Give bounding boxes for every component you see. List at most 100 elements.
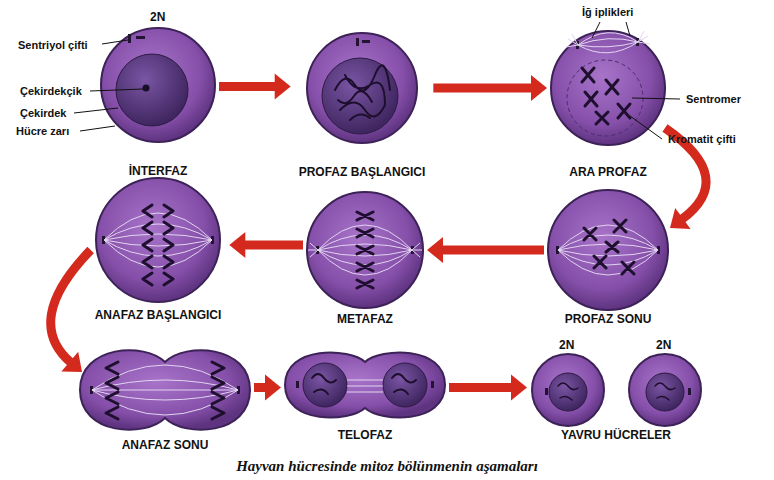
centriole [688,388,691,395]
nucleolus [143,85,150,92]
part-label: Sentromer [686,92,741,106]
fading-nucleus [567,60,643,136]
stage-cell: PROFAZ BAŞLANGICI [295,33,430,179]
chromosome [106,65,675,419]
chromosome [335,65,390,120]
cell-area [80,342,250,438]
part-label: Kromatit çifti [668,132,736,146]
stage-cell: PROFAZ SONU [548,190,668,326]
arrow-shaft [441,246,544,255]
fading-nucleus [567,60,643,136]
stage-arrow [427,237,544,263]
cell-area [285,344,445,428]
leader-line [592,22,600,38]
part-label: Hücre zarı [16,124,69,138]
arrow-head [275,74,291,100]
centriole [356,38,359,46]
cell-area [548,190,668,312]
stage-cell: İNTERFAZ [101,28,215,178]
stage-name: ANAFAZ BAŞLANGICI [91,308,226,322]
arrow-head [265,375,281,401]
cell-area [551,31,665,165]
nucleus [303,363,347,407]
stage-cell: TELOFAZ [285,344,445,442]
part-label: Sentriyol çifti [18,38,88,52]
part-label: 2N [656,338,671,352]
leader-line [90,89,143,91]
cell-membrane [532,354,604,426]
chromosome [212,362,224,419]
spindle-fibre [578,33,638,53]
chromosome [312,374,416,394]
stage-cell: YAVRU HÜCRELER [531,354,701,442]
chromosome [582,68,630,124]
nucleus [116,54,684,411]
leader-line [74,22,680,139]
leader-line [74,108,118,113]
stage-name: TELOFAZ [285,428,445,442]
cell-area [531,354,701,428]
stage-arrow [254,375,281,401]
centriole [431,381,434,388]
arrow-shaft [433,84,533,93]
nucleus [383,363,427,407]
spindle-fibre [92,31,658,415]
arrow-shaft [51,250,91,363]
stage-cell: ANAFAZ BAŞLANGICI [91,178,226,322]
stage-name: PROFAZ SONU [548,312,668,326]
cell-area [307,192,423,312]
cell-membrane [80,28,701,430]
cell-membrane [548,190,668,310]
centriole [128,34,131,43]
cell-membrane [307,33,417,143]
stage-name: METAFAZ [307,312,423,326]
stage-name: YAVRU HÜCRELER [531,428,701,442]
cell-membrane [96,178,220,302]
stage-arrow [51,250,91,372]
arrow-head [427,237,443,263]
centriole [90,34,691,395]
chromosome [164,205,173,285]
stage-arrow [433,75,547,101]
nucleus [646,373,684,411]
chromosome [357,212,373,288]
stage-name: PROFAZ BAŞLANGICI [295,165,430,179]
part-label: Çekirdek [20,106,66,120]
part-label: Çekirdekçik [20,84,82,98]
stage-name: ARA PROFAZ [551,165,665,179]
stage-cell: ARA PROFAZ [551,31,665,179]
centriole [362,40,370,43]
spindle-fibre [347,380,383,392]
centriole [136,36,145,39]
centriole [545,388,548,395]
stage-arrow [219,74,291,100]
spindle-fibre [104,213,212,267]
stage-name: İNTERFAZ [101,164,215,178]
spindle-fibre [566,31,650,47]
cell-area [295,33,430,165]
leader-line [632,98,680,99]
stage-arrow [229,232,303,258]
arrow-head [511,375,527,401]
part-label: İğ iplikleri [582,5,633,19]
cell-membrane [80,350,250,430]
nucleus [549,373,587,411]
arrow-shaft [243,241,303,250]
stage-cell: ANAFAZ SONU [80,342,250,452]
chromosome [106,362,118,419]
leader-line [630,116,662,139]
arrow-shaft [449,383,513,392]
nucleus [322,58,398,134]
leader-line [102,40,128,44]
arrow-head [229,232,245,258]
cell-area [101,28,215,164]
arrow-shaft [219,82,277,91]
chromosome [584,220,634,274]
cell-membrane [629,354,701,426]
cell-membrane [307,192,423,308]
cell-area [91,178,226,308]
arrow-head [531,75,547,101]
